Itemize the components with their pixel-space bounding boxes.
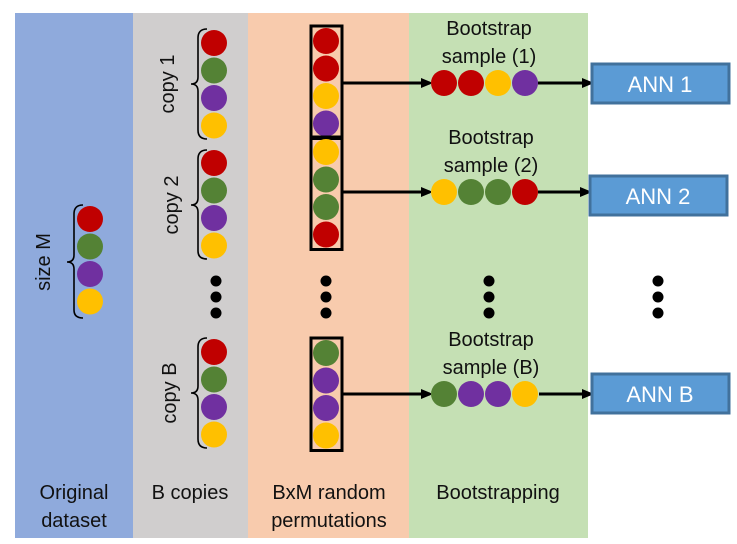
sample-item-green	[431, 381, 457, 407]
sample-item-purple	[458, 381, 484, 407]
permutation-item-green	[313, 340, 339, 366]
panel-bootstrapping	[409, 13, 588, 538]
copy-label: copy 1	[157, 55, 179, 114]
panel-label-permutations-line2: permutations	[271, 510, 387, 532]
brace-icon	[190, 149, 208, 260]
copy-label: copy B	[159, 362, 181, 423]
sample-item-purple	[485, 381, 511, 407]
permutation-item-yellow	[313, 422, 339, 449]
copy-item-purple	[201, 205, 227, 231]
sample-item-yellow	[431, 179, 457, 205]
sample-item-green	[485, 179, 511, 205]
permutation-item-purple	[313, 367, 339, 394]
sample-item-purple	[512, 70, 538, 96]
copy-item-red	[201, 150, 227, 176]
copy-item-yellow	[201, 112, 227, 139]
sample-item-red	[512, 179, 538, 205]
panel-label-original-line1: Original	[40, 482, 109, 504]
copy-group: copy 2	[161, 149, 208, 260]
panel-label-original-line2: dataset	[41, 510, 107, 532]
copy-item-yellow	[201, 232, 227, 259]
ann-box: ANN 2	[588, 174, 729, 217]
permutation-item-red	[313, 28, 339, 54]
permutation-item-red	[313, 221, 339, 248]
ellipsis-samples	[483, 275, 495, 319]
panel-b-copies	[133, 13, 248, 538]
panel-label-permutations-line1: BxM random	[272, 482, 385, 504]
permutation-item-yellow	[313, 83, 339, 109]
permutation-item-purple	[313, 395, 339, 421]
sample-item-yellow	[512, 381, 538, 407]
brace-icon	[190, 337, 208, 449]
brace-icon	[190, 28, 208, 140]
ellipsis-copies	[210, 275, 222, 319]
copy-item-yellow	[201, 421, 227, 448]
sample-item-red	[431, 70, 457, 96]
copy-item-red	[201, 30, 227, 56]
brace-icon	[66, 204, 84, 319]
ellipsis-permutations	[320, 275, 332, 319]
copy-item-green	[201, 57, 227, 84]
permutation-item-purple	[313, 110, 339, 137]
copy-item-green	[201, 177, 227, 204]
ann-label: ANN 1	[628, 72, 693, 97]
copy-item-green	[201, 366, 227, 393]
ellipsis-models	[652, 275, 664, 319]
original-dataset-group: size M	[33, 204, 84, 319]
sample-label-line1: Bootstrap	[448, 127, 534, 149]
ann-box: ANN B	[590, 372, 731, 415]
sample-label-line2: sample (2)	[444, 155, 538, 177]
permutation-box	[309, 135, 344, 251]
original-item-purple	[77, 261, 103, 287]
original-item-yellow	[77, 288, 103, 315]
sample-item-green	[458, 179, 484, 205]
sample-label-line2: sample (B)	[443, 357, 540, 379]
permutation-item-red	[313, 55, 339, 82]
size-m-label: size M	[33, 233, 55, 291]
sample-item-yellow	[485, 70, 511, 96]
copy-group: copy 1	[157, 28, 208, 140]
copy-item-purple	[201, 85, 227, 111]
original-item-red	[77, 206, 103, 232]
permutation-item-green	[313, 194, 339, 220]
permutation-item-green	[313, 166, 339, 193]
sample-item-red	[458, 70, 484, 96]
sample-label-line1: Bootstrap	[446, 18, 532, 40]
panel-label-bootstrapping: Bootstrapping	[436, 482, 559, 504]
ann-box: ANN 1	[590, 62, 731, 105]
panel-label-copies: B copies	[152, 482, 229, 504]
copy-item-red	[201, 339, 227, 365]
ann-label: ANN B	[626, 382, 693, 407]
permutation-item-yellow	[313, 139, 339, 165]
permutation-box	[309, 336, 344, 452]
sample-label-line2: sample (1)	[442, 46, 536, 68]
copy-group: copy B	[159, 337, 208, 449]
copy-label: copy 2	[161, 176, 183, 235]
original-item-green	[77, 233, 103, 260]
data-points-layer	[77, 24, 538, 452]
sample-label-line1: Bootstrap	[448, 329, 534, 351]
copy-item-purple	[201, 394, 227, 420]
ann-label: ANN 2	[626, 184, 691, 209]
